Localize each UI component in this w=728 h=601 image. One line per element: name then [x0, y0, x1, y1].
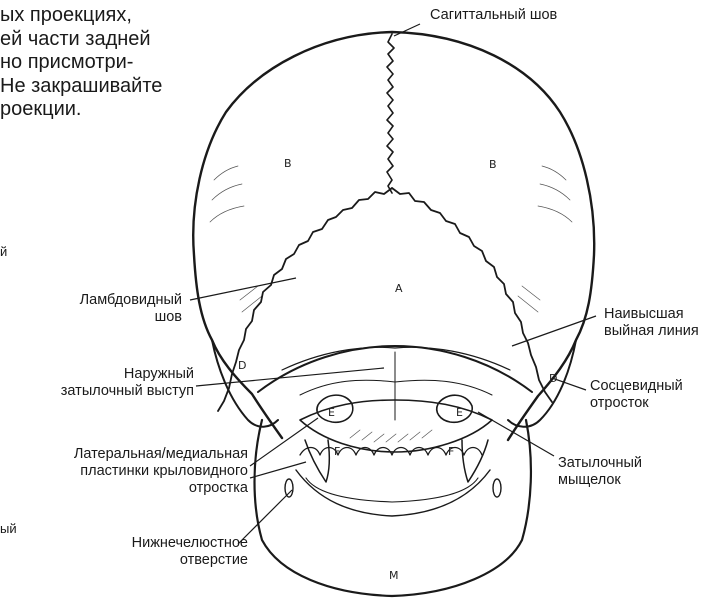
mandibular-foramen-left — [285, 479, 293, 497]
pterygoid-right — [462, 440, 488, 482]
label-text: выйная линия — [604, 323, 699, 340]
label-lambdoid-suture: Ламбдовидный шов — [20, 292, 182, 326]
label-text: отросток — [590, 395, 683, 412]
label-text: Сосцевидный — [590, 378, 683, 395]
region-label-f-right: F — [448, 445, 454, 458]
label-sagittal-suture: Сагиттальный шов — [430, 7, 557, 24]
region-label-b-right: B — [489, 158, 497, 171]
region-label-e-left: E — [328, 406, 335, 419]
skull-outline — [193, 32, 594, 440]
label-text: мыщелок — [558, 472, 642, 489]
nuchal-line — [282, 347, 510, 370]
region-label-f-left: F — [334, 445, 340, 458]
label-text: отростка — [20, 480, 248, 497]
label-text: затылочный выступ — [30, 383, 194, 400]
label-text: шов — [20, 309, 182, 326]
region-label-e-right: E — [456, 406, 463, 419]
region-label-a: A — [395, 282, 403, 295]
region-label-d-left: D — [238, 359, 246, 372]
label-text: Наивысшая — [604, 306, 699, 323]
label-text: отверстие — [80, 552, 248, 569]
label-mastoid-process: Сосцевидный отросток — [590, 378, 683, 412]
label-text: Затылочный — [558, 455, 642, 472]
label-text: пластинки крыловидного — [20, 463, 248, 480]
region-label-b-left: B — [284, 157, 292, 170]
pterygoid-left — [305, 440, 329, 482]
lambdoid-suture — [218, 188, 552, 411]
label-text: Латеральная/медиальная — [20, 446, 248, 463]
label-occipital-condyle: Затылочный мыщелок — [558, 455, 642, 489]
mandibular-foramen-right — [493, 479, 501, 497]
label-text: Ламбдовидный — [20, 292, 182, 309]
label-text: Сагиттальный шов — [430, 7, 557, 23]
leader-lines — [190, 24, 596, 544]
label-pterygoid-plates: Латеральная/медиальная пластинки крылови… — [20, 446, 248, 497]
label-highest-nuchal-line: Наивысшая выйная линия — [604, 306, 699, 340]
region-label-m: M — [389, 569, 399, 582]
label-mandibular-foramen: Нижнечелюстное отверстие — [80, 535, 248, 569]
sagittal-suture — [387, 34, 394, 193]
condyle-right — [437, 395, 472, 422]
label-external-occipital-protuberance: Наружный затылочный выступ — [30, 366, 194, 400]
label-text: Нижнечелюстное — [80, 535, 248, 552]
label-text: Наружный — [30, 366, 194, 383]
region-label-d-right: D — [549, 372, 557, 385]
